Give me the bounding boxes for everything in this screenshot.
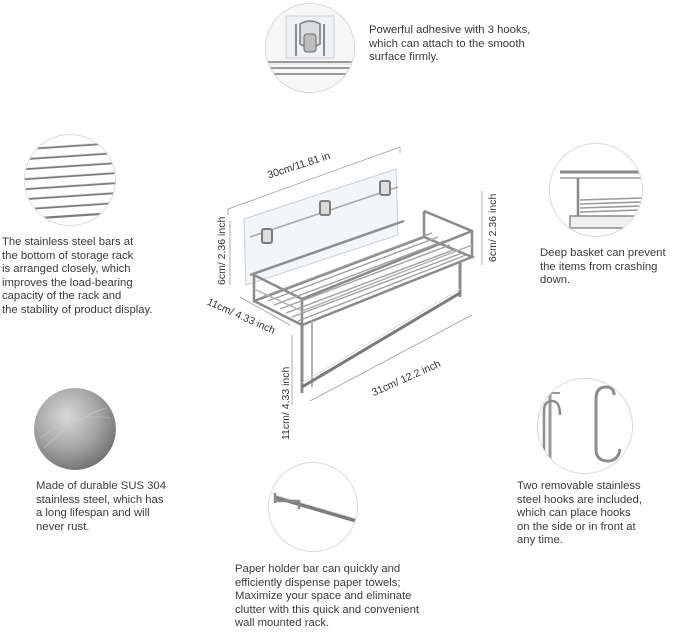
dimension-right-height: 6cm/ 2.36 inch: [487, 193, 499, 262]
paper-bar-circle: [268, 462, 358, 552]
brushed-steel-circle: [34, 388, 116, 470]
adhesive-hook-icon: [266, 4, 354, 92]
deep-basket-caption: Deep basket can prevent the items from c…: [540, 247, 666, 287]
brushed-steel-caption: Made of durable SUS 304 stainless steel,…: [36, 480, 166, 533]
s-hooks-icon: [538, 379, 632, 473]
shower-caddy-illustration: [227, 146, 483, 405]
dimension-left-height: 6cm/ 2.36 inch: [216, 216, 228, 285]
deep-basket-icon: [550, 144, 642, 236]
steel-bars-circle: [24, 134, 116, 226]
dimension-drop-height: 11cm/ 4.33 inch: [280, 366, 292, 440]
brushed-steel-icon: [34, 388, 116, 470]
adhesive-hook-circle: [265, 3, 355, 93]
paper-bar-caption: Paper holder bar can quickly and efficie…: [235, 563, 419, 630]
paper-holder-bar-icon: [269, 463, 357, 551]
steel-bars-caption: The stainless steel bars at the bottom o…: [2, 236, 153, 316]
deep-basket-circle: [549, 143, 643, 237]
s-hooks-caption: Two removable stainless steel hooks are …: [517, 480, 642, 547]
adhesive-caption: Powerful adhesive with 3 hooks, which ca…: [369, 24, 531, 64]
s-hooks-circle: [537, 378, 633, 474]
steel-bars-icon: [25, 135, 115, 225]
